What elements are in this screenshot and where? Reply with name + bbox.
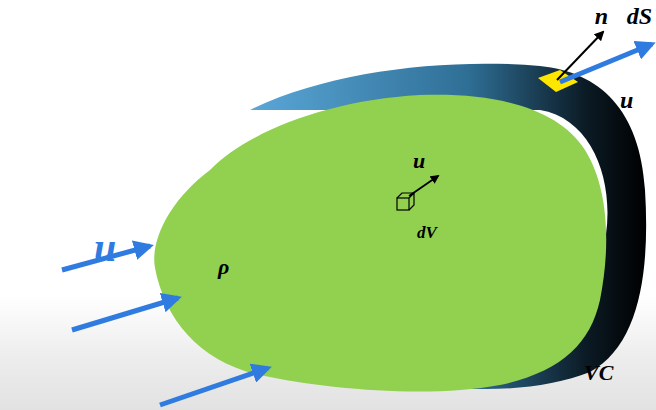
volume-element-label: dV xyxy=(417,224,437,241)
surface-velocity-arrow xyxy=(560,44,652,82)
velocity-arrow xyxy=(409,176,438,196)
inflow-arrow xyxy=(72,298,178,330)
volume-element xyxy=(397,193,414,210)
velocity-label: u⃗ xyxy=(620,88,652,112)
surface-element xyxy=(538,70,578,92)
inflow-arrow xyxy=(160,368,268,405)
volume-face xyxy=(154,95,606,392)
velocity-label: u⃗ xyxy=(413,150,442,172)
inflow-velocity-label: u xyxy=(94,228,116,268)
density-label: ρ xyxy=(218,256,229,278)
normal-label: n⃗dS xyxy=(595,4,652,28)
control-volume-label: VC xyxy=(584,362,613,384)
